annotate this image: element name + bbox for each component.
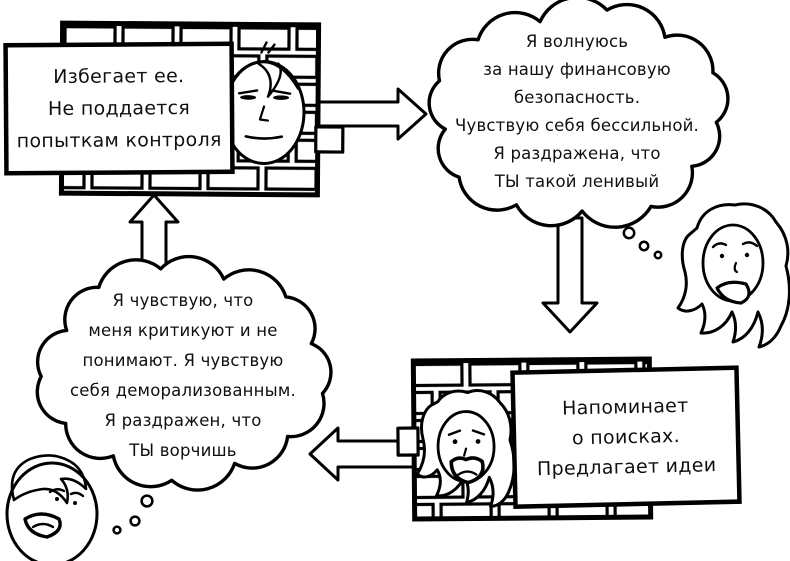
box-line: Избегает ее.: [53, 65, 184, 88]
cloud-line: понимают. Я чувствую: [83, 351, 284, 370]
cloud-line: ТЫ ворчишь: [128, 441, 236, 460]
cloud-line: меня критикуют и не: [88, 321, 277, 340]
woman-thinking-icon: [676, 202, 790, 349]
box-line: о поисках.: [572, 425, 680, 449]
brick-ledge: [396, 426, 420, 457]
node-top-right-cloud: Я волнуюсь за нашу финансовую безопаснос…: [427, 0, 730, 229]
node-top-left-box: Избегает ее. Не поддается попыткам контр…: [3, 20, 345, 198]
cloud-line: за нашу финансовую: [483, 60, 671, 79]
behavior-box: [3, 41, 235, 176]
man-face-icon: [222, 41, 306, 166]
man-thinking-icon: [5, 454, 99, 561]
node-bottom-left-cloud: Я чувствую, что меня критикуют и не пони…: [35, 254, 333, 492]
box-line: Напоминает: [562, 395, 689, 420]
thought-bubbles: [622, 226, 663, 260]
brick-ledge: [314, 125, 345, 154]
node-bottom-right-box: Напоминает о поисках. Предлагает идеи: [396, 356, 742, 522]
box-line: Предлагает идеи: [537, 454, 717, 480]
cloud-line: Я волнуюсь: [526, 32, 628, 51]
thought-cloud-outline: [35, 254, 333, 492]
thought-bubbles: [112, 494, 154, 535]
behavior-box: [510, 365, 742, 510]
arrow-down-icon: [541, 216, 599, 334]
cloud-line: Я раздражена, что: [493, 144, 660, 163]
cloud-line: Чувствую себя бессильной.: [455, 116, 699, 135]
cloud-line: ТЫ такой ленивый: [494, 172, 660, 191]
cloud-line: Я чувствую, что: [113, 291, 254, 310]
cloud-line: безопасность.: [514, 88, 640, 107]
thought-cloud-outline: [427, 0, 730, 229]
box-line: Не поддается: [48, 97, 190, 120]
cloud-line: Я раздражен, что: [104, 411, 261, 430]
cloud-line: себя деморализованным.: [70, 381, 296, 400]
woman-face-icon: [415, 389, 516, 508]
box-line: попыткам контроля: [17, 129, 222, 152]
